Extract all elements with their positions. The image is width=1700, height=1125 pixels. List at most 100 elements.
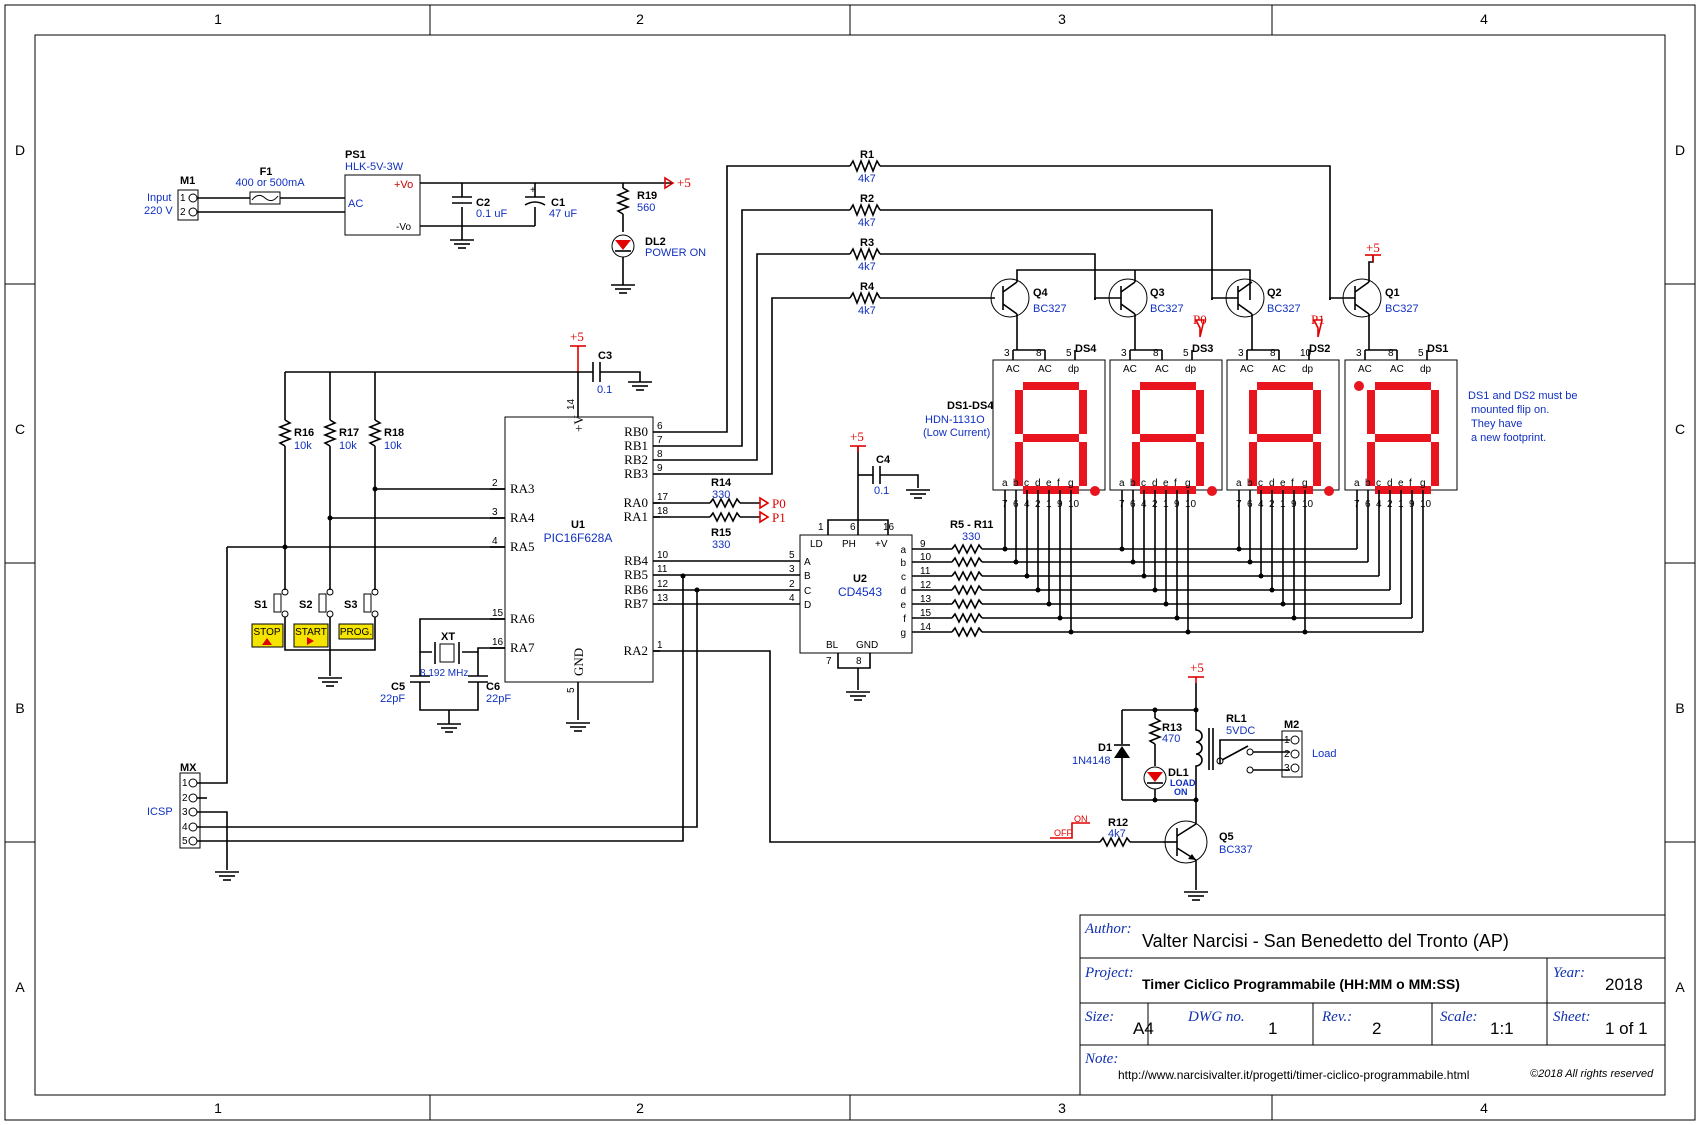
rev-label: Rev.: [1321, 1009, 1352, 1025]
u2-pin-name: b [900, 558, 906, 569]
q5-value: BC337 [1219, 844, 1253, 856]
display-segment [1132, 390, 1140, 434]
input-voltage: 220 V [144, 205, 173, 217]
ds-title: DS1-DS4 [947, 400, 994, 412]
u2-pin-name: c [901, 572, 906, 583]
decoder-u2: U2 CD4543 [799, 534, 913, 654]
col-label: 3 [1058, 11, 1066, 27]
pin-num: 3 [492, 507, 498, 518]
plus5-label: +5 [570, 329, 584, 344]
display-top-pin-name: dp [1420, 364, 1432, 375]
pin-num: 10 [1068, 499, 1080, 510]
ds-part: HDN-1131O [925, 414, 985, 426]
fuse-f1 [249, 191, 281, 205]
row-label: B [15, 700, 24, 716]
plus5-label: +5 [1190, 660, 1204, 675]
junction [1258, 573, 1264, 579]
ps1-ac-pin: AC [348, 198, 363, 210]
c1-label: C1 [551, 197, 565, 209]
plus5-label: +5 [850, 429, 864, 444]
display-pin-name: d [1152, 478, 1158, 489]
junction [1002, 546, 1008, 552]
pin-num: 7 [657, 435, 663, 446]
u1-pin-name: RA5 [510, 539, 535, 554]
c4-label: C4 [876, 454, 891, 466]
off-label: OFF [1054, 828, 1072, 838]
display-segment [1015, 390, 1023, 434]
u2-pin-name: PH [842, 539, 856, 550]
sheet-value: 1 of 1 [1605, 1019, 1648, 1038]
junction [1024, 573, 1030, 579]
c2-label: C2 [476, 197, 490, 209]
q3-value: BC327 [1150, 303, 1184, 315]
r12-value: 4k7 [1108, 828, 1126, 840]
display-segment [1257, 382, 1313, 390]
ground-symbol [1184, 891, 1208, 901]
u1-pin-name: RB5 [624, 567, 648, 582]
pin-num: 3 [1238, 348, 1244, 359]
pin-num: 13 [920, 594, 932, 605]
display-pin-name: b [1247, 478, 1253, 489]
pin-num: 3 [1284, 763, 1290, 774]
junction [1174, 615, 1180, 621]
pin-num: 3 [1356, 348, 1362, 359]
pin-num: 17 [657, 492, 669, 503]
icsp-connector-mx: MX ICSP 1 2 3 4 5 [147, 547, 698, 881]
junction [1046, 601, 1052, 607]
r5-r11-label: R5 - R11 [950, 519, 993, 531]
junction [1057, 615, 1063, 621]
prog-text: PROG. [340, 627, 372, 638]
pin-num: 2 [1284, 749, 1290, 760]
junction [1302, 629, 1308, 635]
display-pin-name: g [1185, 478, 1191, 489]
ground-symbol [906, 489, 930, 499]
c5-value: 22pF [380, 693, 405, 705]
u2-label: U2 [853, 573, 867, 585]
s1-label: S1 [254, 599, 267, 611]
ps1-value: HLK-5V-3W [345, 161, 404, 173]
r16-label: R16 [294, 427, 314, 439]
p0-label: P0 [772, 496, 786, 511]
pin-num: 18 [657, 506, 669, 517]
r15-label: R15 [711, 527, 731, 539]
u2-pin-name: f [903, 614, 906, 625]
stop-text: STOP [253, 627, 280, 638]
switch-s2 [318, 588, 334, 618]
segment-resistor [951, 598, 983, 610]
junction [1130, 559, 1136, 565]
display-top-pin-name: dp [1068, 364, 1080, 375]
display-pin-name: d [1269, 478, 1275, 489]
segment-bus [912, 497, 1424, 638]
q4-value: BC327 [1033, 303, 1067, 315]
pin-num: 3 [1121, 348, 1127, 359]
display-segment [1140, 434, 1196, 442]
u1-pin-name: RB1 [624, 438, 648, 453]
mcu-u1: U1 PIC16F628A +V GND 14 5 [504, 398, 654, 732]
u1-pin-name: RA4 [510, 510, 535, 525]
display-pin-name: g [1420, 478, 1426, 489]
u1-pin-name: RA2 [623, 643, 648, 658]
pin-num: 8 [1388, 348, 1394, 359]
size-label: Size: [1085, 1009, 1114, 1025]
r18-value: 10k [384, 440, 402, 452]
relay-rl1: RL1 5VDC [1195, 710, 1290, 800]
r17-value: 10k [339, 440, 357, 452]
c4-value: 0.1 [874, 485, 889, 497]
display-top-pin-name: AC [1272, 364, 1286, 375]
col-label: 2 [636, 11, 644, 27]
display-segment [1079, 442, 1087, 486]
led-dl1: DL1 LOAD ON [1143, 766, 1196, 800]
pin-num: 10 [1420, 499, 1432, 510]
display-segment [1367, 390, 1375, 434]
crystal-section: XT 8.192 MHz C5 22pF C6 22pF [380, 618, 511, 733]
display-segment [1431, 390, 1439, 434]
size-value: A4 [1133, 1019, 1154, 1038]
u1-pin-name: RB4 [624, 553, 648, 568]
ds-flip-note: DS1 and DS2 must be [1468, 390, 1577, 402]
ps1-vout-neg: -Vo [396, 222, 411, 233]
ground-symbol [437, 723, 461, 733]
row-label: C [15, 421, 25, 437]
row-label: A [15, 979, 25, 995]
display-segment [1132, 442, 1140, 486]
